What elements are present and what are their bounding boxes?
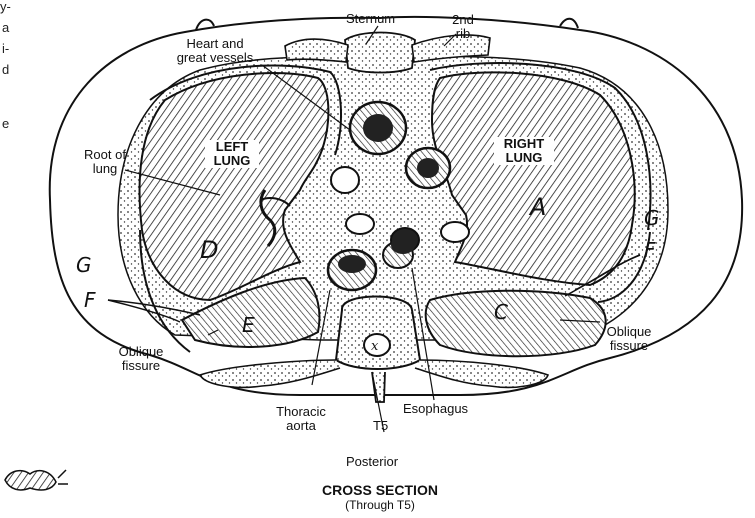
- right-lung-label: RIGHT LUNG: [494, 137, 554, 165]
- thoracic-aorta: [328, 250, 376, 290]
- left-lung-label-line1: LEFT: [207, 140, 257, 154]
- second-rib-label-line2: rib: [440, 27, 486, 41]
- letter-g-left: G: [76, 255, 92, 275]
- left-lung-label: LEFT LUNG: [205, 140, 259, 168]
- esophagus-label: Esophagus: [403, 402, 468, 416]
- right-lung-lower: [426, 291, 606, 357]
- lobe-letter-d: D: [200, 238, 218, 262]
- oblique-fissure-left-label: Oblique fissure: [107, 345, 175, 373]
- second-rib-label-line1: 2nd: [440, 13, 486, 27]
- oblique-right-line2: fissure: [593, 339, 665, 353]
- lobe-letter-c: C: [494, 302, 508, 322]
- root-of-lung-label: Root of lung: [75, 148, 135, 176]
- root-label-line2: lung: [75, 162, 135, 176]
- sternum-label: Sternum: [346, 12, 395, 26]
- heart-label: Heart and great vessels: [160, 37, 270, 65]
- left-lung-label-line2: LUNG: [207, 154, 257, 168]
- thoracic-aorta-label: Thoracic aorta: [266, 405, 336, 433]
- lobe-letter-a: A: [530, 195, 546, 219]
- root-label-line1: Root of: [75, 148, 135, 162]
- oblique-right-line1: Oblique: [593, 325, 665, 339]
- oblique-fissure-right-label: Oblique fissure: [593, 325, 665, 353]
- thoracic-label-line1: Thoracic: [266, 405, 336, 419]
- right-lung-label-line2: LUNG: [496, 151, 552, 165]
- small-figure: [5, 471, 56, 490]
- thoracic-label-line2: aorta: [266, 419, 336, 433]
- right-lung-label-line1: RIGHT: [496, 137, 552, 151]
- caption-subtitle: (Through T5): [300, 498, 460, 512]
- posterior-label: Posterior: [346, 455, 398, 469]
- oblique-left-line2: fissure: [107, 359, 175, 373]
- sternum: [345, 33, 415, 73]
- rib: [285, 39, 348, 62]
- oblique-left-line1: Oblique: [107, 345, 175, 359]
- t5-label: T5: [373, 419, 388, 433]
- second-rib-label: 2nd rib: [440, 13, 486, 41]
- letter-f-right: F: [644, 240, 656, 260]
- letter-f-left: F: [84, 290, 96, 310]
- heart-label-line1: Heart and: [160, 37, 270, 51]
- right-lung-upper: [432, 72, 635, 285]
- caption-title: CROSS SECTION: [300, 483, 460, 497]
- lobe-letter-e: E: [242, 315, 255, 335]
- letter-g-right: G: [644, 208, 660, 228]
- svg-text:x: x: [371, 339, 379, 354]
- heart-label-line2: great vessels: [160, 51, 270, 65]
